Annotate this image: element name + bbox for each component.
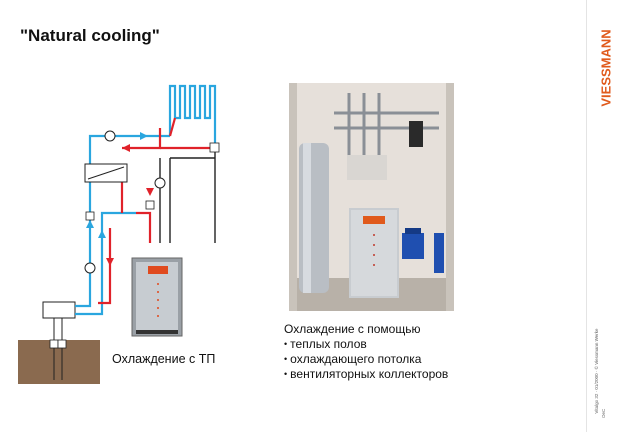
list-item: вентиляторных коллекторов <box>284 367 448 382</box>
cooling-methods-list: теплых полов охлаждающего потолка вентил… <box>284 337 448 382</box>
heat-pump-unit <box>131 257 183 337</box>
installation-photo <box>289 83 454 311</box>
footer-text: Vitalgo 32 · 01/2000 · © Viessmann Werke… <box>593 328 606 418</box>
list-item: охлаждающего потолка <box>284 352 448 367</box>
flow-arrows <box>86 132 154 266</box>
logo-text: VIESSMANN <box>598 29 613 106</box>
divider-line <box>586 0 587 432</box>
slide-title: "Natural cooling" <box>20 26 160 45</box>
photo-caption-heading: Охлаждение с помощью <box>284 322 421 336</box>
diagram-caption: Охлаждение с ТП <box>112 352 216 366</box>
viessmann-logo: VIESSMANN <box>598 29 613 106</box>
list-item: теплых полов <box>284 337 448 352</box>
footer-line-2: OeC <box>601 408 606 418</box>
return-pipes <box>159 150 216 243</box>
photo-caption: Охлаждение с помощью теплых полов охлажд… <box>284 322 448 382</box>
cooling-schematic <box>18 84 220 384</box>
heat-exchanger-bottom <box>42 301 76 319</box>
circulation-pumps <box>84 130 166 274</box>
valves <box>49 142 220 349</box>
footer-line-1: Vitalgo 32 · 01/2000 · © Viessmann Werke <box>593 328 599 414</box>
